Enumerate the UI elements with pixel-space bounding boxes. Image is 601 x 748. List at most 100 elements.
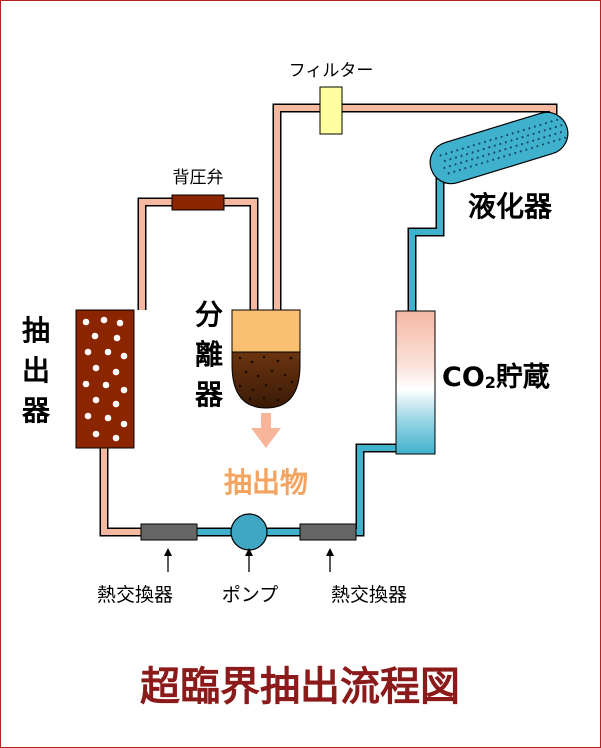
extractor-bead xyxy=(120,420,128,428)
liquefier-dot xyxy=(525,148,528,151)
liquefier-dot xyxy=(541,143,545,146)
liquefier-dot xyxy=(527,134,530,137)
liquefier-dot xyxy=(515,137,519,140)
liquefier-dot xyxy=(488,146,491,149)
liquefier-dot xyxy=(480,162,484,165)
filter-label: フィルター xyxy=(289,61,374,81)
liquefier-dot xyxy=(539,123,542,126)
extractor-bead xyxy=(102,381,110,389)
liquefier-dot xyxy=(471,151,474,154)
liquefier-dot xyxy=(558,138,561,141)
liquefier-dot xyxy=(467,145,470,149)
liquefier-dot xyxy=(564,136,567,139)
extractor-label-3: 器 xyxy=(21,394,51,427)
separator-speckle xyxy=(276,398,280,402)
liquefier-dot xyxy=(504,148,507,151)
liquefier-dot xyxy=(506,133,509,137)
liquefier-dot xyxy=(530,146,534,149)
liquefier-dot xyxy=(510,139,513,142)
separator-speckle xyxy=(276,359,280,363)
liquefier-dot xyxy=(526,141,529,144)
separator-speckle xyxy=(264,383,268,387)
liquefier-dot xyxy=(454,156,458,159)
liquefier-dot xyxy=(533,125,537,128)
liquefier-dot xyxy=(537,137,540,141)
liquefier-dot xyxy=(491,158,495,161)
liquefier-dot xyxy=(447,172,450,175)
liquefier-dot xyxy=(543,136,546,139)
co2-storage-tank xyxy=(395,310,436,455)
separator xyxy=(231,309,301,409)
liquefier-dot xyxy=(458,168,461,172)
liquefier-dot xyxy=(450,150,453,154)
liquefier-dot xyxy=(514,151,517,155)
liquefier-dot xyxy=(482,154,485,158)
back-pressure-valve xyxy=(171,194,225,211)
liquefier-dot xyxy=(547,141,550,144)
liquefier-dot xyxy=(448,165,452,168)
liquefier-dot xyxy=(482,147,485,151)
heat-exchanger-left-label: 熱交換器 xyxy=(97,584,173,606)
liquefier-dot xyxy=(456,149,459,152)
separator-speckle xyxy=(262,396,266,400)
liquefier-dot xyxy=(478,142,481,145)
separator-speckle xyxy=(248,397,252,401)
liquefier-label: 液化器 xyxy=(468,190,553,223)
liquefier-dot xyxy=(559,131,562,134)
extractor-bead xyxy=(120,386,128,394)
extractor-bead xyxy=(112,434,120,442)
liquefier-dot xyxy=(554,132,557,136)
liquefier-dot xyxy=(465,159,468,163)
extractor-bead xyxy=(92,396,100,404)
liquefier-dot xyxy=(493,151,496,154)
liquefier-dot xyxy=(504,141,508,144)
liquefier-dot xyxy=(461,147,464,150)
liquefier-dot xyxy=(521,136,524,139)
liquefier-dot xyxy=(517,130,520,133)
liquefier-dot xyxy=(483,140,487,143)
liquefier-dot xyxy=(449,158,452,161)
liquefier-dot xyxy=(519,150,522,153)
liquefier-dot xyxy=(486,160,489,163)
extractor-bead xyxy=(91,332,99,340)
liquefier-dot xyxy=(509,146,513,149)
separator-speckle xyxy=(290,380,294,384)
liquefier-dot xyxy=(497,156,500,160)
extractor-bead xyxy=(92,364,100,372)
liquefier-dot xyxy=(464,167,467,170)
separator-speckle xyxy=(244,370,248,374)
liquefier-dot xyxy=(445,152,448,155)
liquefier-dot xyxy=(500,135,503,138)
liquefier-dot xyxy=(472,144,475,147)
liquefier-dot xyxy=(532,132,535,135)
back-pressure-valve-label: 背圧弁 xyxy=(173,168,224,188)
separator-label-3: 器 xyxy=(194,378,224,411)
liquefier-dot xyxy=(511,132,514,135)
heat-exchanger-right-label: 熱交換器 xyxy=(331,584,407,606)
liquefier-dot xyxy=(453,170,456,173)
extractor-bead xyxy=(116,319,124,327)
liquefier-dot xyxy=(465,152,469,156)
liquefier-dot xyxy=(471,158,474,161)
heat-exchanger-right xyxy=(299,523,357,541)
liquefier-dot xyxy=(560,124,563,127)
extractor-label-1: 抽 xyxy=(22,314,50,347)
liquefier-dot xyxy=(538,130,541,134)
liquefier-dot xyxy=(498,149,501,152)
liquefier-dot xyxy=(536,145,539,148)
liquefier-dot xyxy=(477,149,480,152)
liquefier-dot xyxy=(469,165,472,168)
extractor-bead xyxy=(104,414,112,422)
separator-speckle xyxy=(278,387,282,391)
liquefier-dot xyxy=(493,144,496,147)
extractor-bead xyxy=(82,380,90,388)
extractor-bead xyxy=(104,348,112,356)
liquefier-dot xyxy=(459,161,463,164)
separator-label-1: 分 xyxy=(195,298,223,331)
liquefier-dot xyxy=(532,139,535,142)
liquefier-dot xyxy=(549,127,552,130)
liquefier-dot xyxy=(443,166,446,169)
co2-storage-label: CO2貯蔵 xyxy=(442,362,550,393)
extractor-bead xyxy=(112,368,120,376)
